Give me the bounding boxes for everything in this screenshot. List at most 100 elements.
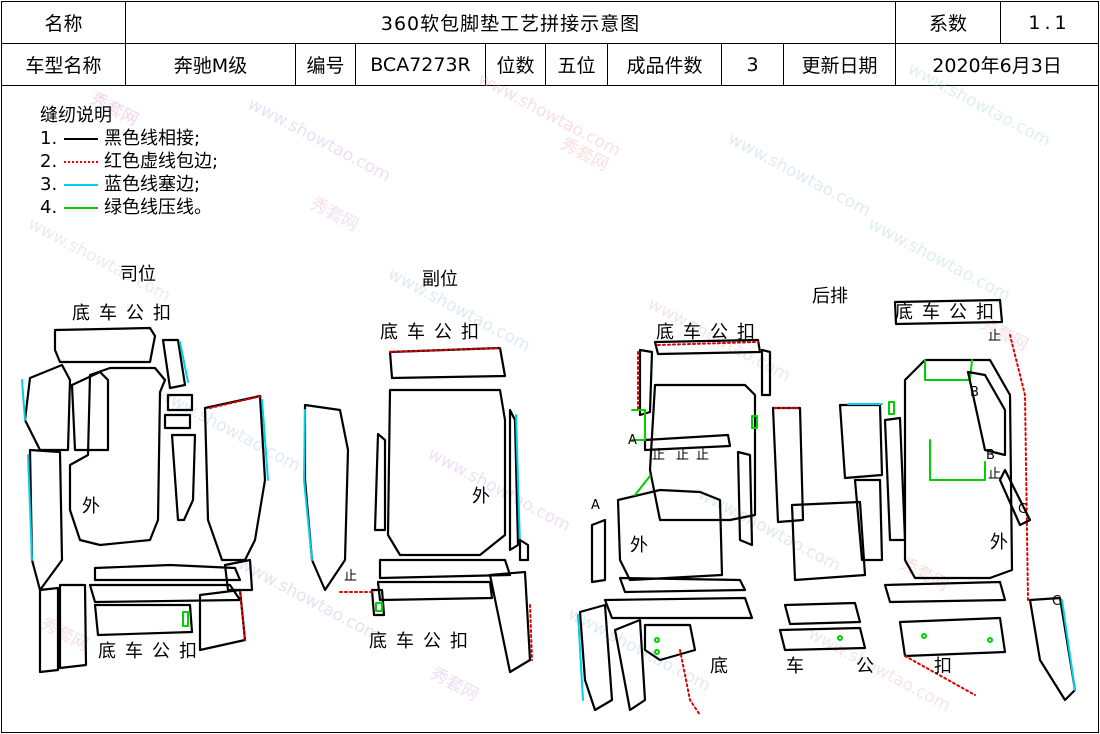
- date-label: 更新日期: [782, 43, 897, 86]
- passenger-main-mat: [386, 388, 507, 557]
- rear-mid-post: [760, 348, 772, 397]
- driver-green-mark: [182, 611, 189, 627]
- passenger-outer-label: 外: [472, 486, 490, 507]
- passenger-mat-pieces: [303, 346, 533, 674]
- date-value: 2020年6月3日: [895, 43, 1100, 86]
- driver-sill-strip: [93, 563, 242, 582]
- rear-center-top: [838, 403, 884, 480]
- marker-c: C: [1052, 594, 1062, 609]
- passenger-stop-mark: 止: [344, 569, 358, 584]
- driver-outer-strip: [38, 586, 60, 674]
- legend-item-red: 2. 红色虚线包边;: [40, 151, 219, 172]
- rear-sill-strip-2: [603, 596, 754, 620]
- legend-item-cyan: 3. 蓝色线塞边;: [40, 174, 201, 195]
- driver-left-piece: [23, 363, 72, 452]
- driver-title: 司位: [120, 264, 156, 285]
- rear-right-foot: [1028, 596, 1077, 702]
- passenger-top-strip: [388, 346, 507, 380]
- rear-outer-right: 外: [990, 532, 1008, 553]
- driver-heel-pad: [93, 603, 194, 637]
- red-dotted-swatch: [64, 160, 98, 163]
- black-line-swatch: [64, 137, 98, 140]
- rear-right-sill: [883, 580, 1007, 604]
- marker-b: B: [986, 448, 995, 463]
- driver-mat-pieces: [21, 326, 269, 674]
- rear-buckle-bottom-3: 公: [856, 656, 874, 677]
- rear-buckle-top-right: 底车公扣: [895, 302, 1003, 323]
- driver-right-side: [203, 394, 267, 562]
- driver-outer-label: 外: [82, 496, 100, 517]
- passenger-left-side: [303, 403, 350, 592]
- rear-buckle-bottom-4: 扣: [934, 656, 952, 677]
- rear-left-heel: [643, 623, 697, 662]
- code-label: 编号: [295, 43, 356, 86]
- passenger-right-foot: [488, 570, 532, 674]
- rear-sill-strip: [618, 576, 747, 594]
- info-row-1: 名称 360软包脚垫工艺拼接示意图 系数 1.1: [1, 1, 1100, 44]
- driver-buckle-top: 底车公扣: [72, 303, 180, 324]
- rear-left-edge: [590, 518, 607, 584]
- seats-value: 五位: [545, 43, 608, 86]
- rear-center-strip: [853, 478, 884, 562]
- driver-main-mat: [68, 366, 167, 547]
- sheet-title: 360软包脚垫工艺拼接示意图: [124, 1, 897, 44]
- rear-top-strip: [653, 338, 762, 356]
- legend-title: 缝纫说明: [40, 105, 112, 126]
- stop-mark: 止: [988, 329, 1002, 344]
- passenger-sill-strip-2: [376, 580, 494, 602]
- rear-center-bottom: [783, 601, 862, 626]
- code-value: BCA7273R: [355, 43, 486, 86]
- rear-right-left-strip: [883, 416, 907, 542]
- rear-mat-pieces: [577, 298, 1077, 716]
- legend-item-green: 4. 绿色线压线。: [40, 197, 212, 218]
- sewing-legend: 缝纫说明 1. 黑色线相接; 2. 红色虚线包边; 3. 蓝色线塞边; 4. 绿…: [40, 104, 218, 219]
- stop-mark: 止: [696, 448, 710, 463]
- rear-buckle-bottom-2: 车: [786, 656, 804, 677]
- legend-item-black: 1. 黑色线相接;: [40, 128, 201, 149]
- passenger-title: 副位: [422, 269, 458, 290]
- green-line-swatch: [64, 206, 98, 209]
- rear-left-foot-2: [613, 618, 647, 712]
- driver-pillar-strip: [161, 338, 187, 390]
- rear-right-seat-area: [903, 358, 1014, 580]
- rear-left-post: [638, 348, 654, 417]
- marker-a: A: [628, 433, 637, 448]
- name-label: 名称: [1, 1, 126, 44]
- passenger-right-tab: [518, 538, 530, 562]
- info-row-2: 车型名称 奔驰M级 编号 BCA7273R 位数 五位 成品件数 3 更新日期 …: [1, 43, 1100, 86]
- rear-buckle-top-left: 底车公扣: [656, 322, 764, 343]
- passenger-small-tab: [370, 588, 386, 617]
- pieces-value: 3: [721, 43, 784, 86]
- stop-mark: 止: [676, 448, 690, 463]
- marker-c: C: [1018, 502, 1028, 517]
- rear-outer-left: 外: [630, 535, 648, 556]
- rear-title: 后排: [812, 286, 848, 307]
- passenger-buckle-bottom: 底车公扣: [369, 631, 477, 652]
- pieces-label: 成品件数: [607, 43, 722, 86]
- driver-left-long: [28, 448, 64, 592]
- rear-right-top-strip: [893, 298, 1004, 326]
- coef-value: 1.1: [1000, 1, 1100, 44]
- rear-center-heel: [778, 626, 867, 652]
- drawing-frame: [1, 85, 1099, 733]
- rear-left-foot: [578, 603, 614, 712]
- passenger-inner-strip: [373, 432, 387, 532]
- driver-bottom-strip: [58, 583, 88, 670]
- driver-top-strip: [53, 326, 157, 364]
- marker-b: B: [970, 385, 979, 400]
- cyan-line-swatch: [64, 183, 98, 186]
- driver-tunnel-strip: [170, 433, 197, 522]
- driver-small-block: [163, 413, 192, 430]
- rear-right-heel: [898, 616, 1007, 658]
- driver-corner-block: [223, 558, 254, 592]
- passenger-buckle-top: 底车公扣: [380, 322, 488, 343]
- passenger-right-strip: [508, 408, 520, 552]
- rear-strip-1: [736, 450, 754, 547]
- rear-tunnel-strip: [643, 433, 732, 452]
- passenger-sill-strip: [378, 558, 512, 580]
- marker-a: A: [591, 498, 600, 513]
- driver-buckle-bottom: 底车公扣: [98, 641, 206, 662]
- rear-left-seat-area: [648, 383, 757, 522]
